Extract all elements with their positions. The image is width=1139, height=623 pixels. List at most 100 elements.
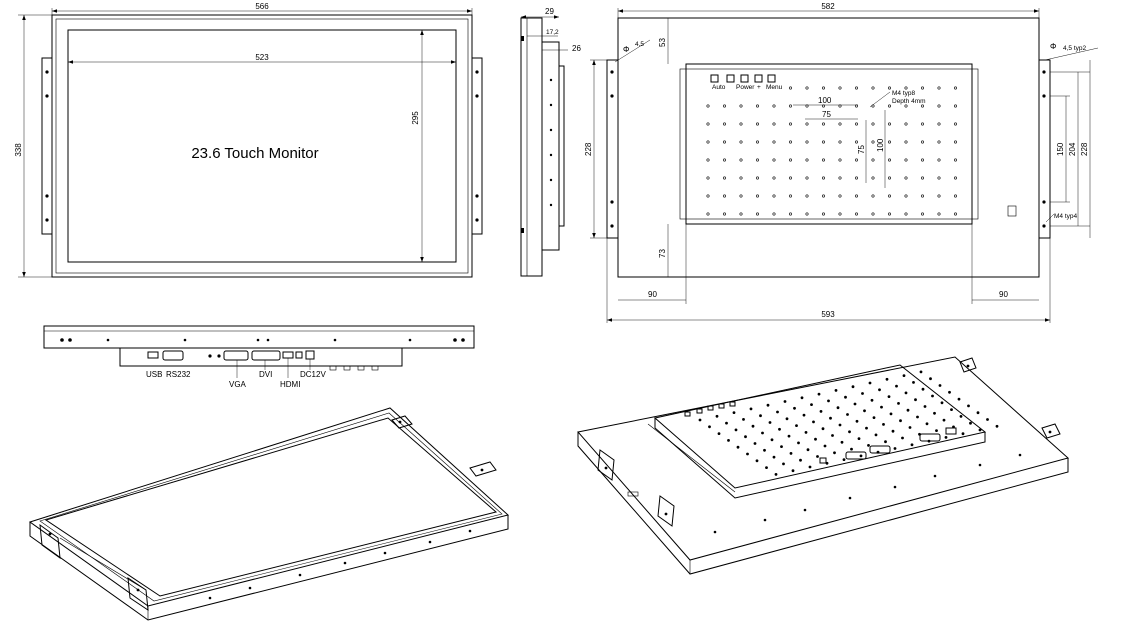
iso-vent-hole	[776, 410, 779, 414]
vent-hole	[920, 158, 924, 162]
iso-vent-hole	[774, 473, 778, 476]
iso-vent-hole	[708, 425, 711, 429]
iso-vent-hole	[912, 381, 915, 384]
bottom-frame	[43, 325, 475, 349]
iso-vent-hole	[795, 424, 798, 427]
vent-hole	[755, 212, 759, 216]
vent-hole	[722, 176, 726, 180]
rear-back-housing	[685, 63, 973, 225]
iso-vent-hole	[831, 434, 834, 437]
iso-vent-hole	[806, 448, 810, 452]
iso-front-screen	[44, 417, 498, 597]
iso-vent-hole	[838, 423, 842, 427]
vent-hole	[920, 140, 924, 144]
iso-vent-hole	[783, 400, 787, 403]
vent-hole	[904, 194, 908, 198]
iso-vent-hole	[715, 414, 719, 418]
vent-hole	[920, 194, 924, 198]
iso-vent-hole	[791, 469, 795, 473]
iso-vent-hole	[870, 398, 874, 402]
rear-right-bracket	[1038, 59, 1051, 239]
vent-hole	[953, 140, 957, 144]
vent-hole	[838, 122, 842, 126]
iso-vent-hole	[782, 462, 785, 466]
iso-vent-hole	[765, 466, 768, 469]
vent-hole	[854, 140, 858, 144]
iso-vent-hole	[780, 445, 783, 448]
vent-hole	[821, 140, 825, 144]
iso-vent-hole	[819, 410, 823, 413]
vent-hole	[706, 104, 710, 108]
vent-hole	[706, 194, 710, 198]
vent-hole	[887, 140, 891, 144]
bottom-view: USB RS232 VGA DVI HDMI DC12V	[43, 325, 475, 389]
rear-keys: Auto Power + Menu	[710, 74, 783, 91]
iso-vent-hole	[931, 394, 934, 398]
iso-rear-vent-holes	[698, 370, 999, 476]
iso-vent-hole	[908, 426, 912, 429]
vent-hole	[772, 140, 776, 144]
vent-hole	[706, 158, 710, 162]
iso-vent-hole	[808, 465, 812, 469]
vent-hole	[937, 104, 941, 108]
iso-vent-hole	[732, 411, 736, 414]
vent-hole	[838, 194, 842, 198]
bottom-port-panel	[119, 347, 403, 367]
vent-hole	[904, 140, 908, 144]
iso-vent-hole	[770, 438, 774, 442]
vent-hole	[953, 122, 957, 126]
iso-vent-hole	[800, 396, 804, 400]
vent-hole	[838, 176, 842, 180]
vent-hole	[722, 104, 726, 108]
iso-vent-hole	[923, 405, 927, 408]
iso-vent-hole	[865, 426, 868, 430]
iso-vent-hole	[717, 432, 721, 435]
vent-hole	[854, 176, 858, 180]
iso-vent-hole	[725, 421, 728, 425]
vent-hole	[821, 86, 825, 90]
iso-vent-hole	[812, 420, 815, 424]
iso-vent-hole	[933, 411, 936, 415]
iso-vent-hole	[893, 447, 897, 450]
dim-screen-height: 295	[411, 111, 420, 125]
vent-hole	[821, 194, 825, 198]
vent-hole	[904, 212, 908, 216]
vent-hole	[904, 86, 908, 90]
iso-vent-hole	[736, 445, 740, 449]
dim-vesa-75-h: 75	[822, 110, 831, 119]
note-hole-size-right: 4,5 typ2	[1063, 45, 1087, 52]
iso-vent-hole	[969, 421, 972, 425]
dim-rear-width: 582	[821, 2, 835, 11]
vent-hole	[772, 212, 776, 216]
key-label-menu: Menu	[766, 84, 783, 91]
iso-vent-hole	[799, 458, 802, 462]
iso-vent-hole	[904, 391, 908, 395]
vent-hole	[904, 176, 908, 180]
vent-hole	[755, 104, 759, 108]
iso-vent-hole	[935, 429, 938, 432]
iso-vent-hole	[887, 395, 891, 398]
vent-hole	[904, 122, 908, 126]
iso-vent-hole	[734, 428, 738, 432]
iso-vent-hole	[961, 432, 965, 436]
iso-vent-hole	[872, 416, 876, 419]
phi-symbol-left: Φ	[623, 45, 629, 54]
iso-vent-hole	[842, 458, 846, 461]
iso-vent-hole	[853, 402, 857, 406]
port-label-dc12v: DC12V	[300, 370, 326, 379]
iso-vent-hole	[976, 411, 980, 415]
iso-vent-hole	[874, 433, 878, 437]
vent-hole	[755, 194, 759, 198]
iso-vent-hole	[902, 374, 906, 377]
dim-depth-body: 17,2	[546, 29, 559, 36]
vent-hole	[772, 122, 776, 126]
iso-vent-hole	[763, 448, 766, 452]
iso-vent-hole	[978, 428, 982, 432]
vent-hole	[739, 194, 743, 198]
vent-hole	[854, 194, 858, 198]
iso-vent-hole	[889, 412, 893, 416]
iso-vent-hole	[863, 409, 866, 413]
iso-vent-hole	[916, 415, 919, 419]
vent-hole	[937, 158, 941, 162]
vent-hole	[838, 140, 842, 144]
